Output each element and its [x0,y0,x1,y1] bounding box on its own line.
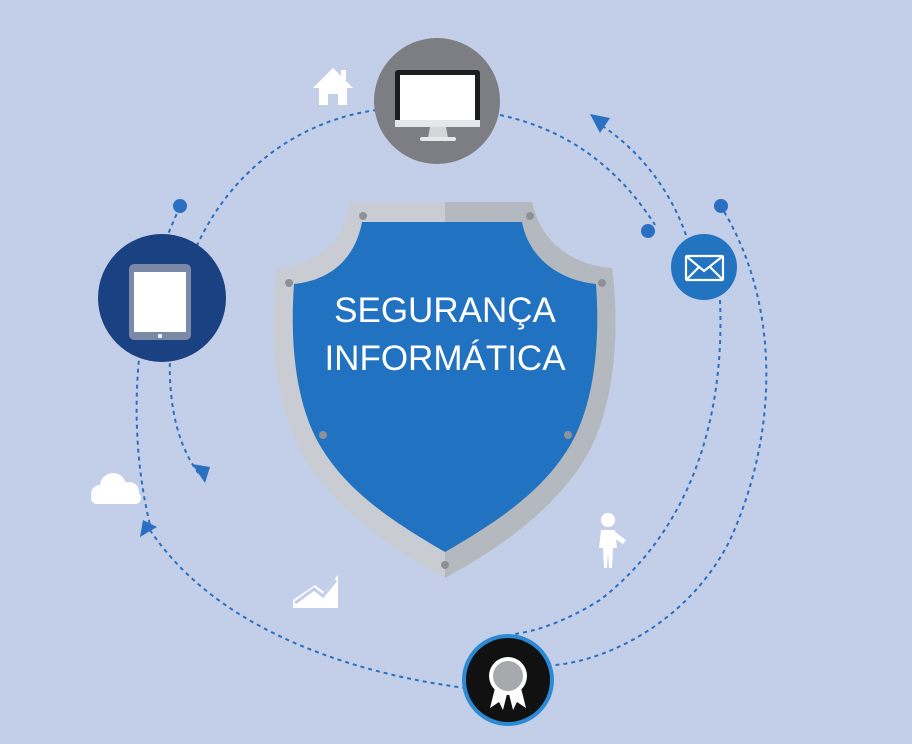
trend-chart-icon [293,575,338,608]
email-node [671,234,737,300]
dot-left [173,199,187,213]
award-ribbon-icon [489,657,527,710]
arc-bottom-left [149,529,466,689]
arc-right-outer [554,204,768,666]
cloud-icon [91,473,141,504]
rivet [285,279,293,287]
arc-right-inner [514,299,722,635]
arrow-head-left-bottom [140,520,157,537]
envelope-icon [684,254,725,282]
rivet [359,212,367,220]
tablet-icon [129,264,191,340]
tablet-node [98,234,226,362]
dot-right-top [714,199,728,213]
computer-node [374,38,500,164]
desktop-monitor-icon [395,70,480,141]
security-shield: SEGURANÇA INFORMÁTICA [273,202,616,578]
rivet [598,279,606,287]
arc-markers [140,114,728,537]
award-node [462,634,554,726]
shield-rivets [285,212,606,569]
arrow-head-top-right [590,114,610,133]
shield-title-line2: INFORMÁTICA [324,339,566,378]
arc-left-inner [168,354,201,476]
email-node-circle [671,234,737,300]
person-icon [599,513,626,568]
rivet [319,431,327,439]
dot-right-mid [641,224,655,238]
home-icon [313,68,353,105]
arrow-head-left-lower [192,464,210,483]
rivet [526,212,534,220]
shield-inner [292,222,598,552]
rivet [564,431,572,439]
rivet [441,561,449,569]
arc-top-right [499,114,656,226]
shield-title-line1: SEGURANÇA [334,291,556,330]
arc-top-right-arrow [597,122,687,236]
